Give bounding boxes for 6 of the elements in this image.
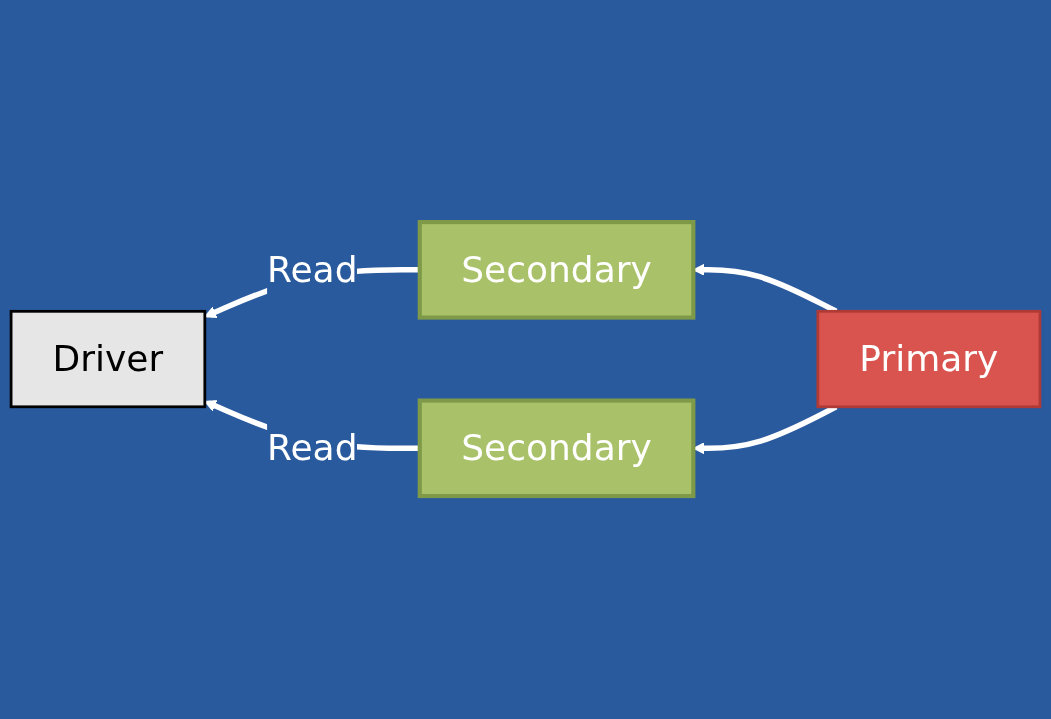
node-box: Secondary (417, 220, 696, 321)
edge-label: Read (267, 248, 358, 291)
node-box: Primary (816, 310, 1042, 409)
node-box: Secondary (417, 398, 696, 499)
edge-label: Read (267, 427, 358, 469)
node-box: Driver (9, 310, 207, 409)
